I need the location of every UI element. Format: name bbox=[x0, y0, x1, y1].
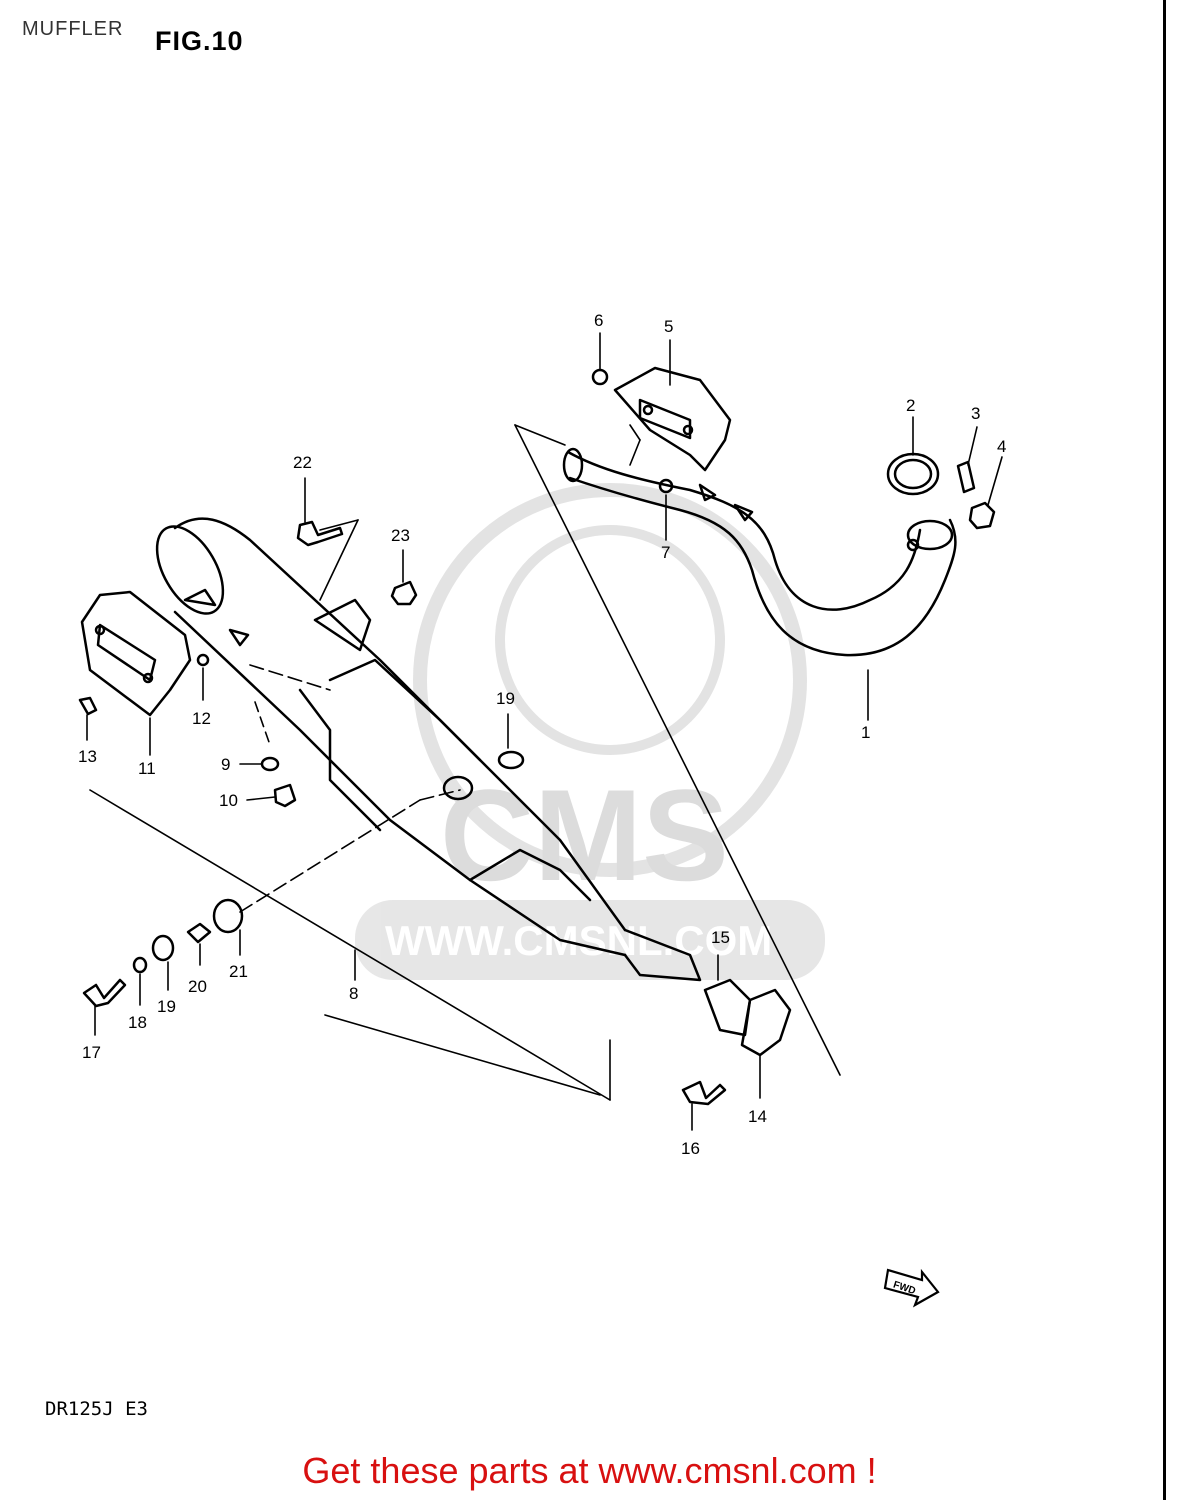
model-code: DR125J E3 bbox=[45, 1398, 148, 1420]
washer-part-18 bbox=[132, 956, 148, 974]
part-label: 18 bbox=[128, 1013, 147, 1032]
exhaust-pipe bbox=[562, 447, 957, 657]
part-label: 3 bbox=[971, 404, 980, 423]
part-label: 20 bbox=[188, 977, 207, 996]
grommet-part-21 bbox=[212, 898, 244, 934]
part-label: 21 bbox=[229, 962, 248, 981]
part-label: 19 bbox=[496, 689, 515, 708]
bolt-part-10 bbox=[273, 783, 297, 808]
forward-arrow-icon: FWD bbox=[883, 1268, 940, 1308]
part-label: 16 bbox=[681, 1139, 700, 1158]
washer-part-19b bbox=[151, 934, 175, 962]
part-label: 11 bbox=[138, 759, 156, 778]
footer-link[interactable]: Get these parts at www.cmsnl.com ! bbox=[302, 1450, 877, 1491]
page-title: MUFFLER bbox=[22, 18, 124, 40]
bolt-part-16 bbox=[681, 1080, 727, 1106]
part-labels: 1 2 3 4 5 6 7 8 9 10 11 12 13 14 15 16 1… bbox=[78, 311, 1006, 1158]
part-label: 6 bbox=[594, 311, 603, 330]
bolt-part-13 bbox=[78, 696, 98, 716]
part-label: 15 bbox=[711, 928, 730, 947]
part-label: 14 bbox=[748, 1107, 767, 1126]
part-label: 5 bbox=[664, 317, 673, 336]
bolt-part-6 bbox=[591, 368, 609, 386]
part-label: 22 bbox=[293, 453, 312, 472]
part-label: 13 bbox=[78, 747, 97, 766]
part-label: 4 bbox=[997, 437, 1006, 456]
nut-part-4 bbox=[968, 501, 996, 530]
part-label: 7 bbox=[661, 543, 670, 562]
part-label: 17 bbox=[82, 1043, 101, 1062]
part-label: 23 bbox=[391, 526, 410, 545]
watermark-url: WWW.CMSNL.COM bbox=[385, 917, 772, 964]
figure-number: FIG.10 bbox=[155, 26, 244, 56]
leader-lines bbox=[86, 332, 1003, 1131]
bolt-part-22 bbox=[296, 520, 344, 547]
part-label: 1 bbox=[861, 723, 870, 742]
bolt-part-17 bbox=[82, 978, 127, 1008]
part-label: 8 bbox=[349, 984, 358, 1003]
collar-part-20 bbox=[186, 922, 212, 944]
part-label: 9 bbox=[221, 755, 230, 774]
muffler-body bbox=[155, 517, 702, 982]
nut-part-23 bbox=[390, 580, 418, 606]
part-label: 19 bbox=[157, 997, 176, 1016]
stud bbox=[956, 460, 976, 494]
heat-protector-upper bbox=[613, 366, 732, 472]
watermark: CMS WWW.CMSNL.COM bbox=[355, 483, 825, 980]
page-border bbox=[1163, 0, 1166, 1500]
watermark-brand: CMS bbox=[440, 762, 729, 908]
muffler-bracket bbox=[313, 598, 372, 652]
gasket bbox=[886, 452, 940, 496]
nut-part-12 bbox=[196, 653, 210, 667]
part-label: 2 bbox=[906, 396, 915, 415]
clamp-part-14 bbox=[740, 988, 792, 1057]
washer-part-9 bbox=[260, 756, 280, 772]
part-label: 12 bbox=[192, 709, 211, 728]
nut-part-7 bbox=[658, 478, 674, 494]
heat-protector-lower bbox=[80, 590, 192, 717]
washer-part-19a bbox=[497, 750, 525, 770]
part-label: 10 bbox=[219, 791, 238, 810]
connector-part-15 bbox=[703, 978, 752, 1037]
